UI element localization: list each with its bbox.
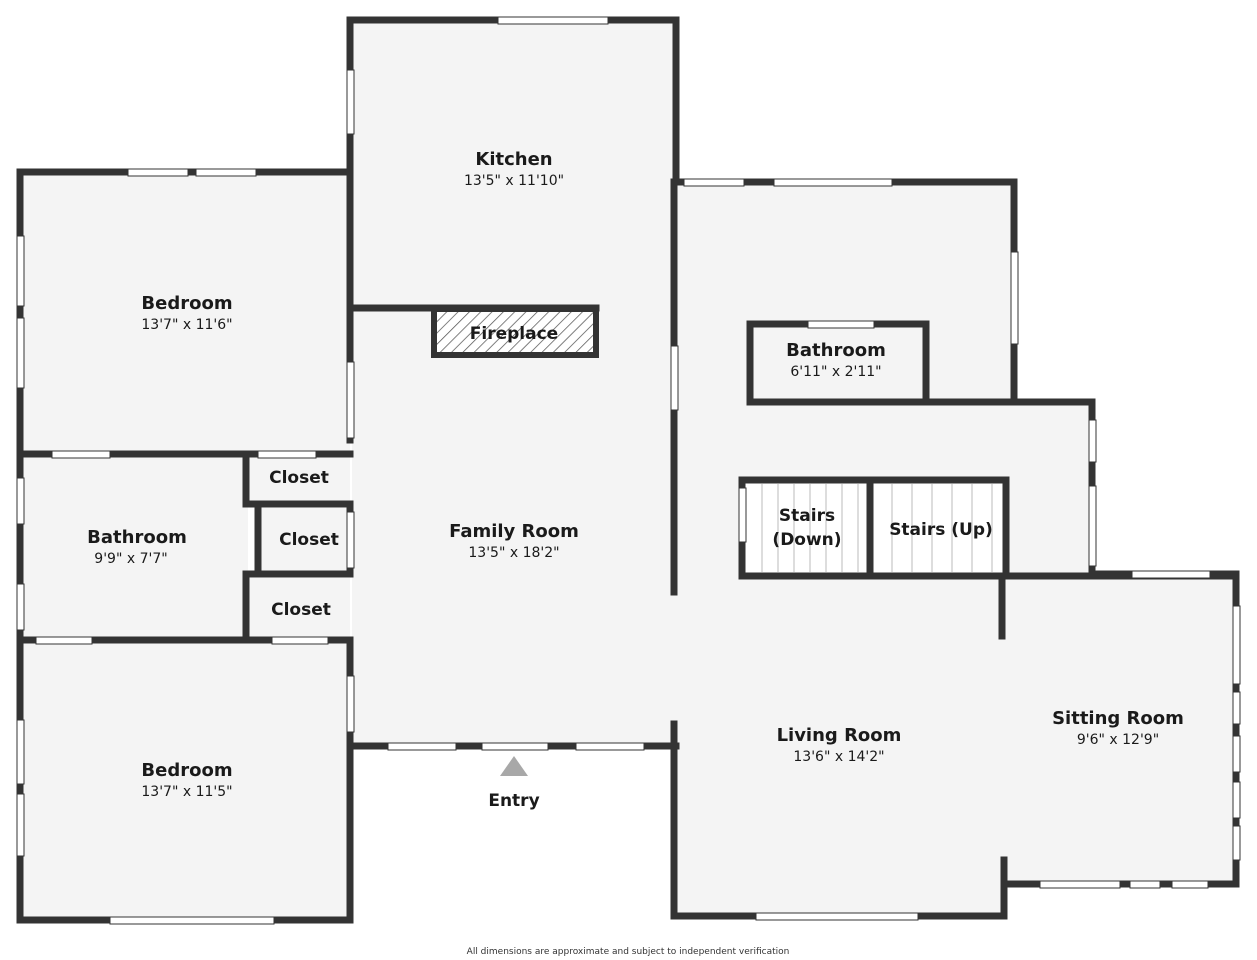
stairs-down-sublabel: (Down) (772, 530, 841, 550)
closet-2-floor (260, 508, 350, 574)
closet-2-label: Closet (279, 530, 339, 550)
living-room-floor (676, 574, 1004, 916)
bedroom-bottom-dims: 13'7" x 11'5" (141, 784, 232, 800)
windows (16, 16, 1241, 925)
hall-floor (1014, 402, 1092, 596)
family-room-dims: 13'5" x 18'2" (468, 545, 559, 561)
bathroom-left-name: Bathroom (87, 527, 187, 548)
sitting-room-floor (1004, 574, 1234, 884)
living-room-name: Living Room (777, 725, 902, 746)
family-room-name: Family Room (449, 521, 579, 542)
sitting-room-dims: 9'6" x 12'9" (1077, 732, 1159, 748)
closet-1-floor (248, 454, 350, 502)
bedroom-top-name: Bedroom (141, 293, 232, 314)
bathroom-left-floor (22, 454, 248, 640)
stairs-down-label: Stairs (779, 506, 835, 526)
bedroom-top-dims: 13'7" x 11'6" (141, 317, 232, 333)
fireplace-hearth (431, 306, 599, 358)
kitchen-floor (352, 22, 676, 310)
entry-label: Entry (488, 791, 539, 811)
stairs-treads (761, 484, 993, 572)
stairs-up-label: Stairs (Up) (889, 520, 993, 540)
closet-3-label: Closet (271, 600, 331, 620)
closet-3-floor (248, 578, 350, 640)
kitchen-name: Kitchen (475, 149, 552, 170)
living-room-dims: 13'6" x 14'2" (793, 749, 884, 765)
entry-arrow-icon (500, 756, 528, 776)
floor-areas (22, 22, 1234, 920)
fireplace-label: Fireplace (470, 324, 558, 344)
sitting-room-name: Sitting Room (1052, 708, 1184, 729)
closet-1-label: Closet (269, 468, 329, 488)
stairs-area (742, 480, 1008, 576)
bathroom-right-dims: 6'11" x 2'11" (790, 364, 881, 380)
bedroom-bottom-floor (22, 640, 350, 920)
disclaimer-footer: All dimensions are approximate and subje… (467, 947, 790, 957)
family-room-floor (352, 310, 676, 746)
bathroom-right-name: Bathroom (786, 340, 886, 361)
kitchen-dims: 13'5" x 11'10" (464, 173, 564, 189)
bathroom-left-dims: 9'9" x 7'7" (94, 551, 167, 567)
bedroom-top-floor (22, 174, 350, 454)
bedroom-bottom-name: Bedroom (141, 760, 232, 781)
